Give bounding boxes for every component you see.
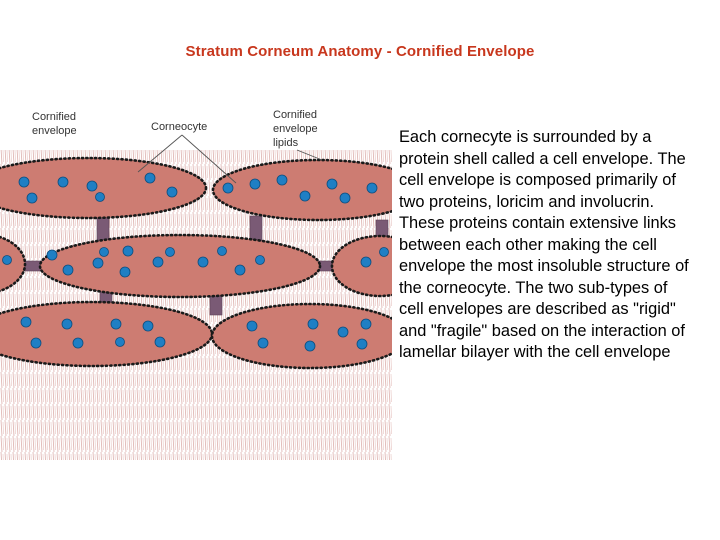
- corneocyte-cell: [210, 302, 392, 370]
- slide-title: Stratum Corneum Anatomy - Cornified Enve…: [185, 43, 535, 60]
- corneocyte-cell: [0, 300, 214, 368]
- corneocyte-cell: [38, 233, 322, 299]
- label-cornified-envelope-lipids: lipids: [273, 137, 299, 149]
- leader-lines: [137, 134, 323, 184]
- label-cornified-envelope: Cornified: [32, 111, 76, 123]
- diagram-labels: Cornified envelope Corneocyte Cornified …: [32, 109, 318, 149]
- corneocyte-leader-line: [137, 134, 183, 173]
- label-corneocyte: Corneocyte: [151, 121, 207, 133]
- corneocyte-cell: [211, 158, 392, 222]
- nuclei: [2, 172, 389, 352]
- cornified-envelope-diagram: Cornified envelope Corneocyte Cornified …: [0, 100, 392, 460]
- label-cornified-envelope-lipids: envelope: [273, 123, 318, 135]
- corneocyte-leader-line: [181, 134, 237, 184]
- corneocyte-cell: [0, 156, 208, 220]
- label-cornified-envelope-lipids: Cornified: [273, 109, 317, 121]
- corneocyte-cell: [0, 235, 27, 293]
- corneocyte-cells: [0, 156, 392, 370]
- lipids-leader-line: [296, 149, 323, 161]
- corneocyte-cell: [330, 234, 392, 298]
- slide-body-text: Each cornecyte is surrounded by a protei…: [399, 128, 689, 361]
- label-cornified-envelope: envelope: [32, 125, 77, 137]
